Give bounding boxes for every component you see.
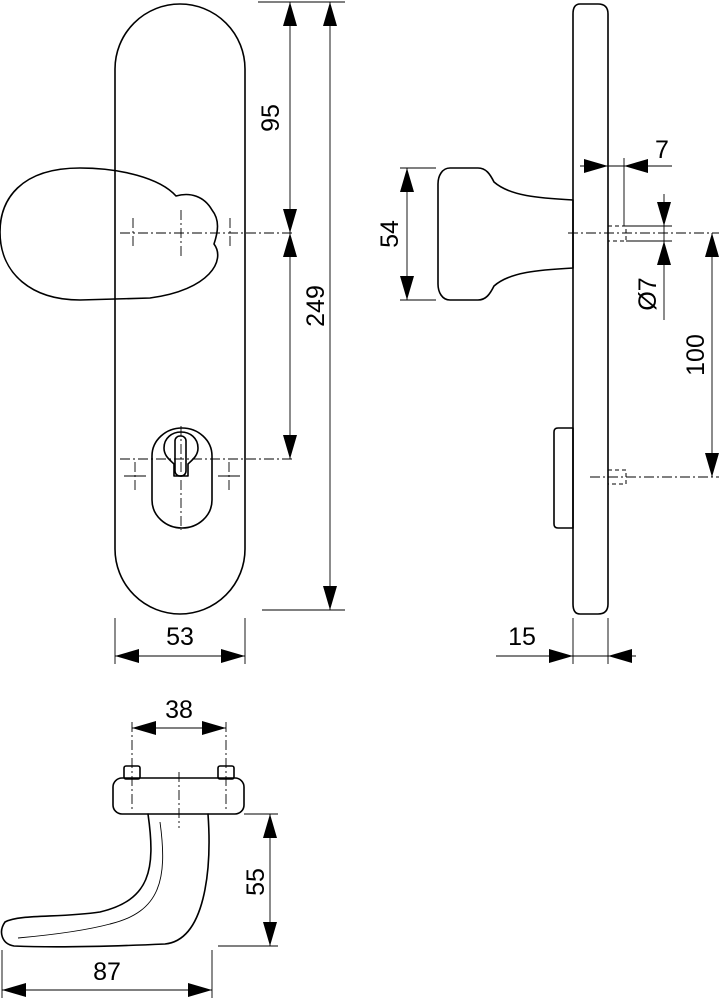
dim-total-arrow-bottom — [323, 586, 337, 610]
dim-15-arrow-right — [608, 649, 632, 663]
dim-7-arrow-right — [624, 159, 648, 173]
dim-249-label: 249 — [302, 285, 330, 327]
backplate-outline — [114, 3, 246, 615]
dim-95-label: 95 — [257, 104, 285, 132]
dim-53-arrow-left — [115, 649, 139, 663]
dim-55-arrow-top — [263, 814, 277, 838]
dim-38-arrow-right — [202, 721, 226, 735]
dim-95-arrow-bottom — [283, 209, 297, 233]
dim-15-label: 15 — [508, 623, 536, 651]
dim-total-arrow-top — [323, 2, 337, 26]
dim-d7-arrow-bottom — [657, 241, 671, 265]
knob-outline — [0, 167, 219, 301]
dim-55-label: 55 — [242, 868, 270, 896]
dim-15-arrow-left — [549, 649, 573, 663]
dim-7-label: 7 — [655, 136, 669, 164]
side-spindle-stub — [607, 225, 627, 242]
dim-87-arrow-left — [2, 983, 26, 997]
dim-87-label: 87 — [93, 958, 121, 986]
dim-d7-label: Ø7 — [634, 277, 662, 310]
dim-7-arrow-left — [584, 159, 608, 173]
dim-249-arrow-bottom — [283, 435, 297, 459]
dim-54-arrow-top — [400, 168, 414, 192]
dim-87-arrow-right — [188, 983, 212, 997]
dim-100-label: 100 — [682, 334, 710, 376]
dim-38-label: 38 — [165, 696, 193, 724]
cylinder-escutcheon-outline — [151, 427, 213, 529]
side-knob-outline — [437, 167, 574, 301]
lever-view: 38 55 87 — [0, 696, 278, 998]
lever-rose-outline — [112, 777, 245, 815]
dim-100-arrow-bottom — [705, 453, 719, 477]
side-cylinder-housing — [553, 427, 574, 529]
side-plate-outline — [572, 3, 609, 615]
side-view: 54 7 Ø7 100 15 — [376, 3, 719, 664]
dim-d7-arrow-top — [657, 202, 671, 226]
front-view: 95 249 53 — [0, 1, 345, 664]
dim-100-arrow-top — [705, 233, 719, 257]
dim-249-arrow-top — [283, 233, 297, 257]
cylinder-hole-outline — [163, 431, 199, 477]
dim-54-arrow-bottom — [400, 276, 414, 300]
lever-arm-outline — [0, 813, 210, 948]
dim-55-arrow-bottom — [263, 922, 277, 946]
dim-38-arrow-left — [132, 721, 156, 735]
dim-53-arrow-right — [221, 649, 245, 663]
dim-95-arrow-top — [283, 2, 297, 26]
dim-54-label: 54 — [376, 220, 404, 248]
dim-53-label: 53 — [166, 623, 194, 651]
lever-arm-inner-line — [17, 821, 164, 939]
cylinder-cam-slot — [174, 435, 187, 477]
